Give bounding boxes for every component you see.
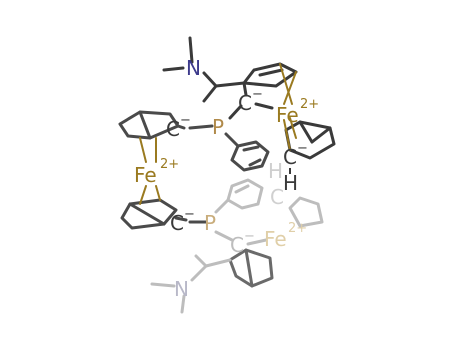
n-ch-bond-lower bbox=[190, 264, 208, 282]
n-methyl-bond-bottom bbox=[180, 294, 186, 314]
fe-ring-link-3 bbox=[289, 117, 297, 139]
left-fragment bbox=[118, 110, 270, 230]
fe-left-link-4 bbox=[155, 185, 161, 201]
c-fe-bond-lower bbox=[246, 238, 268, 246]
fe-left-link-1 bbox=[139, 137, 147, 163]
phosphorus-upper-label: P bbox=[212, 115, 224, 139]
left-lower-cp-inner bbox=[128, 202, 166, 226]
carbanion-label-2: C bbox=[283, 145, 297, 169]
p-phenyl-bond-lower bbox=[214, 198, 230, 214]
ch-methyl-bond bbox=[202, 84, 218, 103]
carbanion-charge-5: − bbox=[244, 229, 255, 244]
iron-top-label: Fe bbox=[276, 103, 299, 127]
c-p-bond-left bbox=[188, 124, 214, 130]
fe-ring-link-1 bbox=[283, 71, 297, 105]
p-phenyl-bond-top bbox=[224, 132, 240, 148]
phenyl-ring-lower bbox=[226, 178, 264, 210]
ch-ring-bond-lower bbox=[204, 258, 232, 268]
upper-cp-ring bbox=[242, 62, 298, 88]
lower-cp-inner-1 bbox=[298, 120, 314, 144]
carbanion-charge-3: − bbox=[180, 113, 191, 128]
faded-cp-ring bbox=[288, 196, 324, 228]
carbanion-label-6: C bbox=[270, 185, 284, 209]
hydrogen-label-2: H bbox=[268, 159, 283, 183]
n-methyl-bond-left-lower bbox=[150, 282, 176, 288]
top-fragment bbox=[162, 36, 336, 160]
lower-cp-inner-2 bbox=[310, 126, 332, 144]
carbanion-charge-1: − bbox=[252, 87, 263, 102]
carbanion-charge-2: − bbox=[297, 141, 308, 156]
ch-ring-bond bbox=[214, 81, 246, 88]
fe-ring-link-2 bbox=[279, 63, 293, 105]
left-upper-cp-c-bond bbox=[176, 124, 186, 130]
nitrogen-top-label: N bbox=[186, 56, 201, 80]
upper-cp-inner-bond bbox=[258, 68, 284, 77]
left-upper-cp-inner bbox=[138, 110, 152, 140]
carbanion-label-1: C bbox=[238, 91, 252, 115]
phenyl-top-inner-1 bbox=[242, 145, 260, 152]
phenyl-lower-inner bbox=[234, 184, 250, 194]
ring-c-bond bbox=[242, 81, 248, 97]
iron-top-charge: 2+ bbox=[300, 97, 319, 112]
phenyl-ring-top bbox=[230, 140, 270, 172]
iron-bottom-charge: 2+ bbox=[288, 221, 307, 236]
n-ch-bond bbox=[202, 71, 218, 88]
c-p-bond-top bbox=[228, 104, 243, 120]
ch-methyl-bond-lower bbox=[194, 254, 208, 268]
carbanion-label-4: C bbox=[170, 211, 184, 235]
p-c-bond-lower bbox=[214, 230, 234, 242]
hydrogen-label-1: H bbox=[283, 171, 298, 195]
carbanion-label-3: C bbox=[166, 117, 180, 141]
phenyl-top-inner-2 bbox=[248, 158, 262, 167]
nitrogen-bottom-label: N bbox=[174, 277, 189, 301]
fe-left-link-3 bbox=[139, 185, 147, 205]
c-fe-bond-top bbox=[254, 102, 274, 110]
carbanion-charge-4: − bbox=[184, 207, 195, 222]
n-methyl-bond-top bbox=[188, 36, 194, 64]
lower-fragment bbox=[150, 178, 324, 314]
fe-ring-link-4 bbox=[283, 119, 291, 151]
carbanion-label-5: C bbox=[230, 233, 244, 257]
bottom-cp-inner bbox=[244, 248, 254, 288]
iron-bottom-label: Fe bbox=[264, 227, 287, 251]
phosphorus-lower-label: P bbox=[204, 211, 216, 235]
left-lower-cp-c-bond bbox=[174, 216, 188, 222]
iron-left-charge: 2+ bbox=[160, 157, 179, 172]
n-methyl-bond-left bbox=[162, 66, 185, 72]
iron-left-label: Fe bbox=[134, 163, 157, 187]
